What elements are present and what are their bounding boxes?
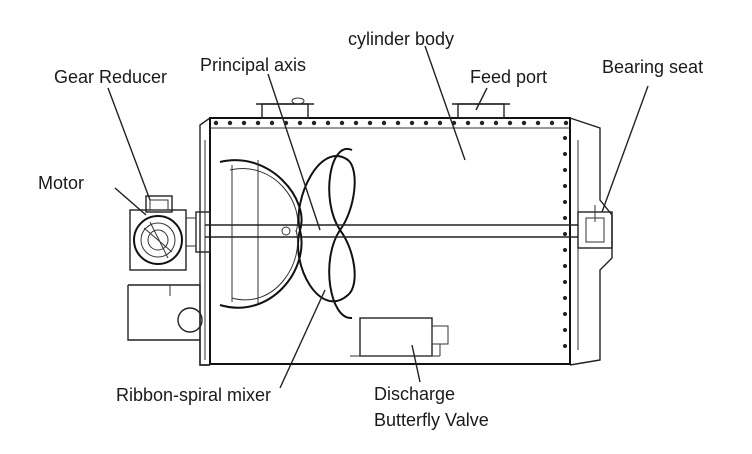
bolt [563, 136, 567, 140]
bolt [563, 120, 569, 126]
bolt [213, 120, 219, 126]
bolt [479, 120, 485, 126]
label-gear-reducer: Gear Reducer [54, 67, 168, 87]
bolt [521, 120, 527, 126]
discharge-butterfly-valve [350, 317, 449, 357]
gear-reducer [145, 195, 173, 213]
left-end-plate [199, 117, 211, 366]
bolt [227, 120, 233, 126]
label-ribbon-spiral-mixer: Ribbon-spiral mixer [116, 385, 272, 405]
principal-axis-shaft [205, 224, 578, 238]
bolt [311, 120, 317, 126]
bolt [507, 120, 513, 126]
bolt [465, 120, 471, 126]
bolt [563, 312, 567, 316]
bolt [409, 120, 415, 126]
bolt [493, 120, 499, 126]
support-frame [127, 284, 210, 366]
bolt [563, 200, 567, 204]
top-flange-bolts [213, 120, 569, 126]
bolt [339, 120, 345, 126]
leader-lines [107, 45, 649, 389]
bolt [563, 344, 567, 348]
bolt [395, 120, 401, 126]
bolt [563, 328, 567, 332]
bearing-seat [577, 205, 613, 249]
motor [129, 209, 187, 271]
bolt [563, 152, 567, 156]
bolt [563, 248, 567, 252]
label-principal-axis: Principal axis [200, 55, 307, 75]
bolt [563, 296, 567, 300]
cylinder-body [209, 117, 571, 365]
bolt [325, 120, 331, 126]
bolt [269, 120, 275, 126]
label-motor: Motor [38, 173, 85, 193]
bolt [367, 120, 373, 126]
bolt [381, 120, 387, 126]
bolt [563, 280, 567, 284]
bolt [563, 216, 567, 220]
bolt [423, 120, 429, 126]
bolt [255, 120, 261, 126]
bolt [241, 120, 247, 126]
label-discharge: Discharge [374, 384, 456, 404]
label-butterfly-valve: Butterfly Valve [374, 410, 489, 430]
bolt [437, 120, 443, 126]
bolt [297, 120, 303, 126]
feed-port-right [452, 103, 510, 119]
feed-port-left [256, 97, 314, 119]
ribbon-spiral [219, 147, 356, 320]
right-flange-bolts [563, 136, 567, 348]
label-bearing-seat: Bearing seat [602, 57, 704, 77]
label-feed-port: Feed port [470, 67, 548, 87]
bolt [535, 120, 541, 126]
label-cylinder-body: cylinder body [348, 29, 455, 49]
bolt [549, 120, 555, 126]
bolt [563, 264, 567, 268]
bolt [353, 120, 359, 126]
bolt [563, 232, 567, 236]
coupling [185, 211, 211, 253]
bolt [563, 168, 567, 172]
bolt [563, 184, 567, 188]
